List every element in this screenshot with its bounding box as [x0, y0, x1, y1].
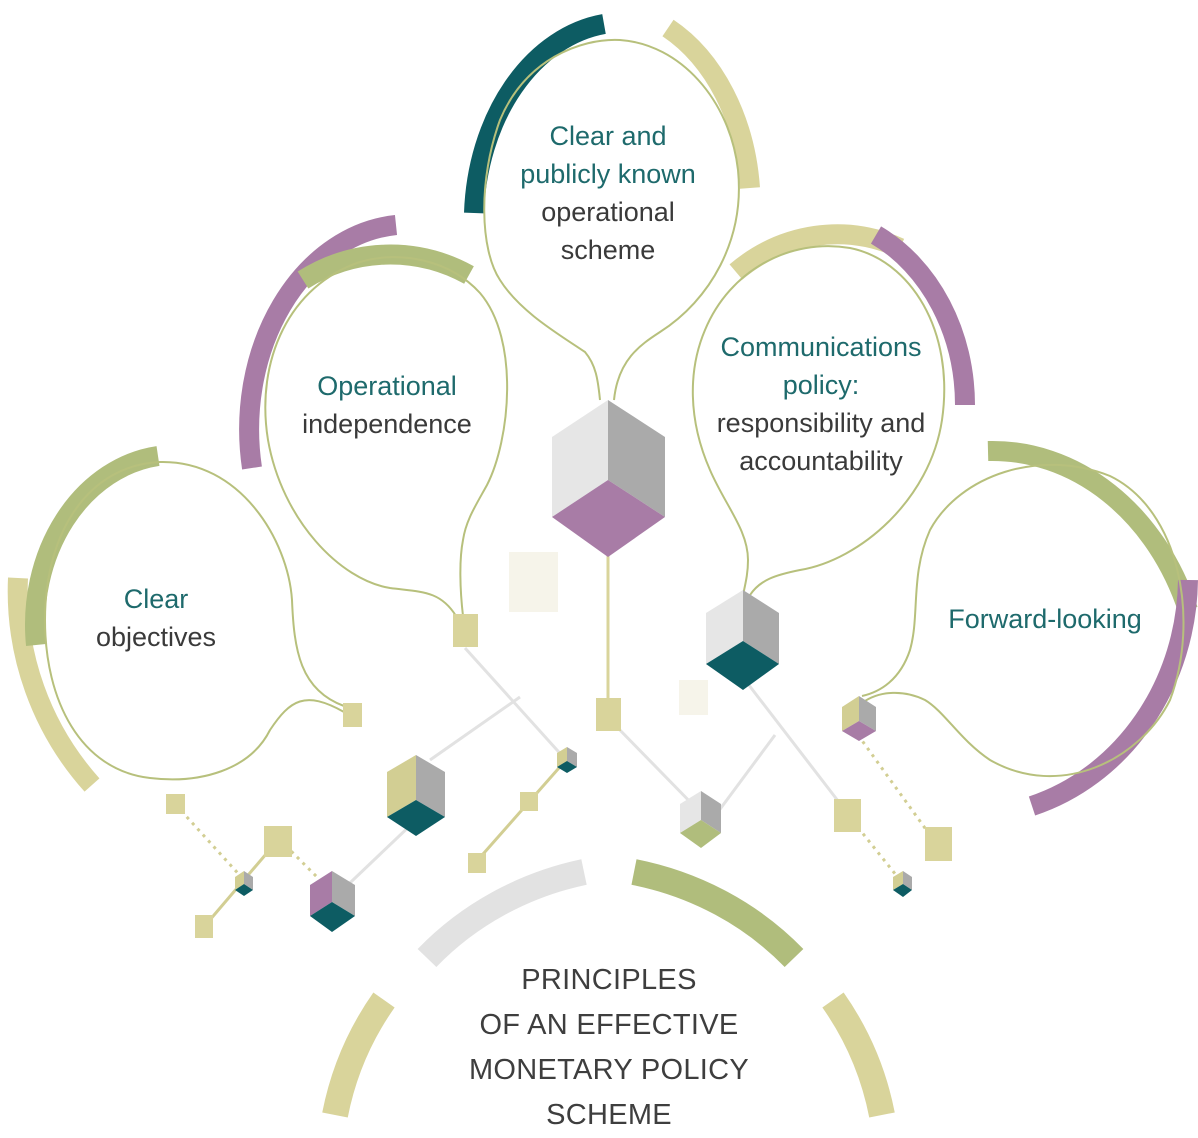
dotted-left-1 — [174, 803, 246, 882]
decorative-arcs — [7, 14, 1198, 816]
cube-comms — [706, 590, 779, 690]
arc-independence-olive — [297, 244, 474, 289]
node-square — [343, 703, 362, 727]
dotted-right-1 — [856, 734, 937, 843]
label-line: independence — [302, 409, 472, 439]
arc-left-olive — [25, 446, 160, 646]
arc-scheme-teal — [464, 14, 606, 214]
label-line: scheme — [560, 235, 656, 265]
line-comms-diag — [710, 734, 777, 821]
line-independence-cube — [429, 695, 521, 762]
label-line: Clear and — [549, 121, 667, 151]
title-line: SCHEME — [546, 1099, 672, 1131]
title-arcs — [322, 859, 895, 1118]
label-line: Clear — [123, 584, 189, 614]
title-line: OF AN EFFECTIVE — [479, 1009, 739, 1041]
title-line: MONETARY POLICY — [468, 1054, 750, 1086]
bubble-label-operational-scheme: Clear and publicly known operational sch… — [493, 117, 723, 269]
arc-independence-purple — [239, 215, 398, 470]
node-square — [264, 826, 292, 857]
node-square — [468, 853, 486, 873]
line-comms-down — [743, 679, 847, 811]
dotted-right-2 — [846, 814, 902, 881]
cube-bottom-center — [680, 791, 721, 848]
arc-title-grey — [417, 859, 587, 968]
cube-tiny — [557, 747, 577, 773]
label-line: publicly known — [520, 159, 696, 189]
node-square — [166, 794, 185, 814]
label-line: Communications — [720, 332, 922, 362]
label-line: operational — [541, 197, 675, 227]
arc-scheme-sand — [662, 19, 760, 189]
bubble-label-communications: Communications policy: responsibility an… — [696, 328, 946, 480]
cube-tiny — [235, 871, 253, 896]
node-square — [834, 799, 861, 832]
bubble-communications — [691, 245, 946, 601]
bubble-clear-objectives — [43, 460, 345, 781]
cube-large-center — [552, 400, 665, 557]
cube-tiny — [893, 871, 912, 897]
arc-title-olive — [631, 859, 804, 968]
line-independence-grey — [463, 646, 568, 762]
cube-forward-small — [842, 696, 876, 741]
node-square-faint — [509, 552, 558, 612]
node-square — [925, 827, 952, 861]
arc-title-sand-left — [322, 992, 395, 1118]
node-square — [596, 698, 621, 731]
cube-middle-left — [387, 755, 445, 836]
bubble-label-operational-independence: Operational independence — [272, 367, 502, 443]
arc-comms-purple — [870, 226, 975, 406]
label-line: policy: — [782, 370, 860, 400]
bubble-label-forward-looking: Forward-looking — [930, 600, 1160, 638]
node-square-faint — [679, 680, 708, 715]
arc-left-sand — [7, 577, 100, 792]
arc-title-sand-right — [822, 992, 895, 1118]
label-line: responsibility and — [716, 408, 926, 438]
label-line: Operational — [317, 371, 457, 401]
label-line: accountability — [739, 446, 903, 476]
bubble-operational-scheme — [483, 38, 740, 401]
node-square — [520, 792, 538, 811]
node-square — [195, 915, 213, 938]
node-squares — [166, 552, 952, 938]
cube-lower-left — [310, 871, 355, 932]
cubes — [235, 400, 912, 932]
diagram-title: PRINCIPLES OF AN EFFECTIVE MONETARY POLI… — [399, 958, 819, 1138]
arc-forward-olive — [987, 440, 1198, 614]
node-square — [453, 614, 478, 647]
bubble-forward-looking — [861, 463, 1185, 777]
bubble-label-clear-objectives: Clear objectives — [56, 580, 256, 656]
title-line: PRINCIPLES — [521, 964, 697, 996]
label-line: objectives — [95, 622, 217, 652]
label-line: Forward-looking — [948, 604, 1142, 634]
bubbles — [43, 38, 1185, 781]
line-center-down — [613, 723, 702, 814]
bubble-operational-independence — [264, 256, 509, 617]
